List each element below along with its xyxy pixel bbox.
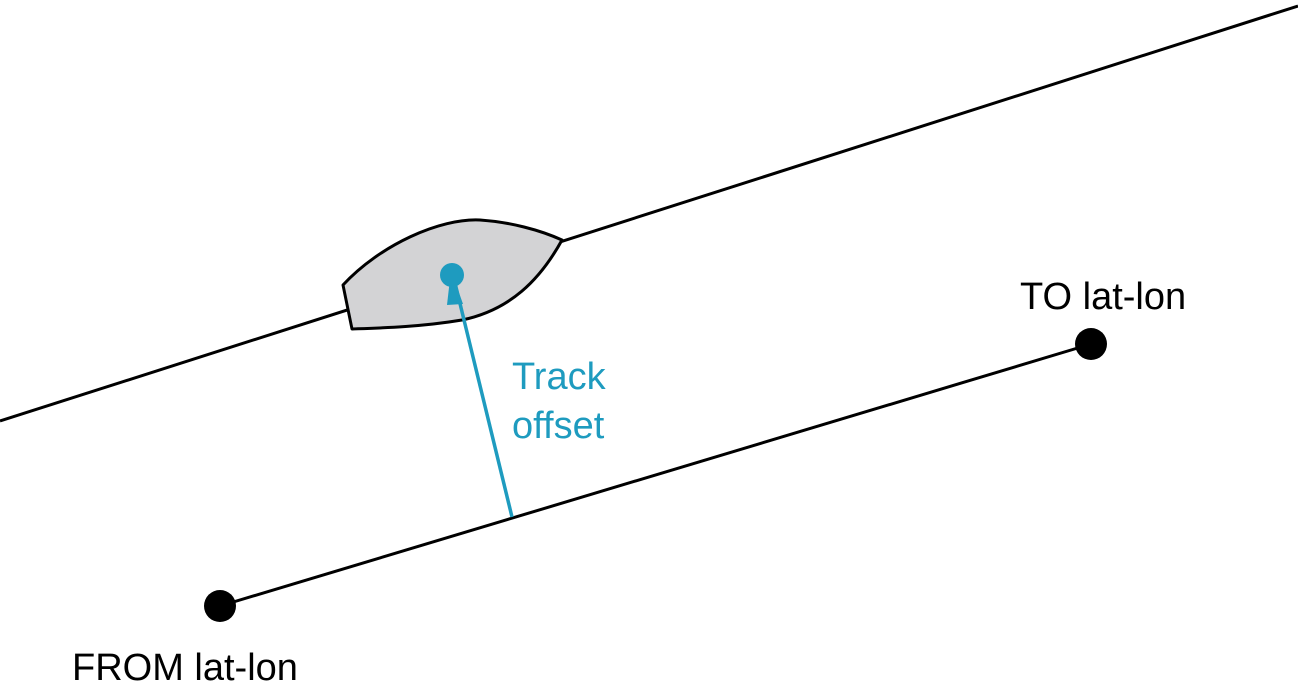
from-waypoint [204,590,236,622]
to-waypoint [1075,328,1107,360]
track-offset-label-line1: Track [512,356,607,398]
to-waypoint-label: TO lat-lon [1020,276,1186,318]
track-offset-arrow [453,282,514,518]
from-waypoint-label: FROM lat-lon [72,647,298,689]
boat-position-dot [440,263,464,287]
rhumb-line [219,342,1092,608]
track-offset-label-line2: offset [512,405,605,447]
offset-track-line [0,4,1298,423]
